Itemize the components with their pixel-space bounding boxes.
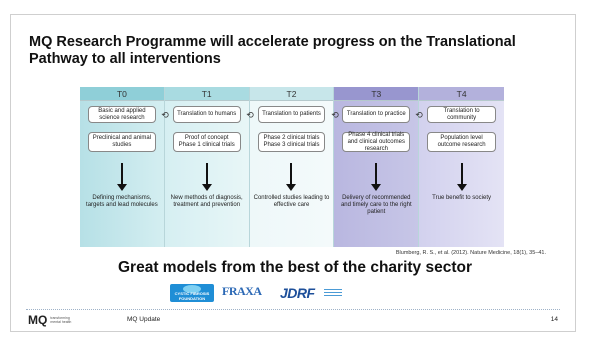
stage-t3: T3 Translation to practice Phase 4 clini… <box>334 87 420 247</box>
stage-top-label: Translation to humans <box>177 111 237 117</box>
logo-text: FRAXA <box>222 283 262 298</box>
stage-t2: T2 Translation to patients Phase 2 clini… <box>249 87 335 247</box>
slide-subtitle: Great models from the best of the charit… <box>117 259 472 276</box>
fraxa-logo: FRAXA <box>222 284 272 302</box>
stage-header: T0 <box>80 87 164 101</box>
down-arrow-icon <box>201 163 212 191</box>
down-arrow-icon <box>286 163 297 191</box>
slide-title: MQ Research Programme will accelerate pr… <box>29 34 516 67</box>
stage-header: T2 <box>249 87 334 101</box>
stage-mid-box: Preclinical and animal studies <box>88 132 156 152</box>
footer-label: MQ Update <box>127 316 161 323</box>
cycle-arrows-icon: ⟲ <box>161 110 169 120</box>
cycle-arrows-icon: ⟲ <box>246 110 254 120</box>
stage-mid-label: Population level outcome research <box>437 135 486 148</box>
logo-tagline: transforming mental health <box>50 316 72 324</box>
stage-mid-box: Phase 2 clinical trials Phase 3 clinical… <box>257 132 326 152</box>
charity-logos: CYSTIC FIBROSIS FOUNDATION FRAXA JDRF <box>170 283 344 302</box>
stage-mid-label: Phase 4 clinical trials and clinical out… <box>347 131 405 152</box>
stage-t1: T1 Translation to humans Proof of concep… <box>164 87 250 247</box>
stage-mid-label: Preclinical and animal studies <box>92 135 152 148</box>
stage-top-box: Basic and applied science research <box>88 106 156 123</box>
stage-mid-label: Phase 2 clinical trials Phase 3 clinical… <box>263 135 320 148</box>
stage-top-box: Translation to community <box>427 106 496 123</box>
logo-text: JDRF <box>280 284 315 301</box>
down-arrow-icon <box>371 163 382 191</box>
page-number: 14 <box>550 316 558 323</box>
stage-mid-label: Proof of concept Phase 1 clinical trials <box>178 135 235 148</box>
stage-header: T3 <box>334 87 419 101</box>
stage-outcome: New methods of diagnosis, treatment and … <box>170 195 243 208</box>
stage-top-box: Translation to humans <box>172 106 241 123</box>
stage-top-label: Translation to patients <box>262 111 321 117</box>
translational-pathway-diagram: T0 Basic and applied science research Pr… <box>80 87 504 247</box>
stage-top-label: Translation to practice <box>346 111 406 117</box>
stage-top-box: Translation to practice <box>342 106 411 123</box>
stage-header: T4 <box>419 87 504 101</box>
stage-mid-box: Proof of concept Phase 1 clinical trials <box>172 132 241 152</box>
stage-outcome: Delivery of recommended and timely care … <box>340 195 412 215</box>
stage-header: T1 <box>164 87 249 101</box>
citation: Blumberg, R. S., et al. (2012). Nature M… <box>395 250 546 256</box>
jdrf-logo: JDRF <box>280 284 344 302</box>
cystic-fibrosis-logo: CYSTIC FIBROSIS FOUNDATION <box>170 283 214 302</box>
stage-t0: T0 Basic and applied science research Pr… <box>80 87 165 247</box>
cycle-arrows-icon: ⟲ <box>415 110 423 120</box>
stage-mid-box: Phase 4 clinical trials and clinical out… <box>342 131 411 152</box>
stage-top-box: Translation to patients <box>257 106 326 123</box>
stage-mid-box: Population level outcome research <box>427 132 496 152</box>
stage-t4: T4 Translation to community Population l… <box>419 87 504 247</box>
footer-divider <box>26 309 560 310</box>
cycle-arrows-icon: ⟲ <box>331 110 339 120</box>
stage-top-label: Translation to community <box>443 107 480 121</box>
logo-text: MQ <box>28 313 48 327</box>
stage-outcome: Controlled studies leading to effective … <box>253 195 330 208</box>
down-arrow-icon <box>456 163 467 191</box>
logo-text: CYSTIC FIBROSIS FOUNDATION <box>174 290 210 301</box>
stage-outcome: Defining mechanisms, targets and lead mo… <box>86 195 158 208</box>
stage-top-label: Basic and applied science research <box>98 107 146 121</box>
down-arrow-icon <box>116 163 127 191</box>
stage-outcome: True benefit to society <box>432 195 491 201</box>
mq-logo: MQ transforming mental health <box>28 313 80 327</box>
